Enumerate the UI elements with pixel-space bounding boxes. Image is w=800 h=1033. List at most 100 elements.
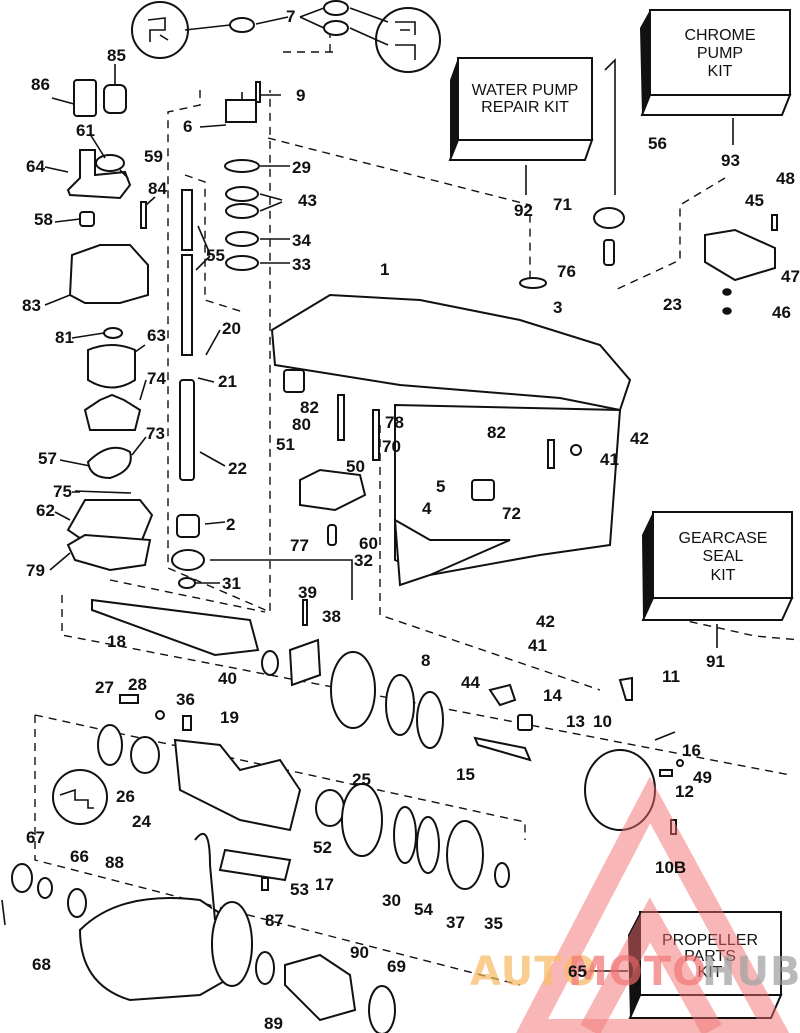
detail-circle-seal-top-left [131, 1, 231, 59]
watermark-text-hub: HUB [702, 949, 800, 995]
callout-18: 18 [107, 632, 126, 651]
pinion-shaft-dash [184, 174, 244, 313]
part-22 [179, 379, 195, 481]
callout-52: 52 [313, 838, 332, 857]
callout-62: 62 [36, 501, 55, 520]
kit-label-line: PROPELLER [662, 932, 758, 949]
callout-81: 81 [55, 328, 74, 347]
callout-84: 84 [148, 179, 167, 198]
part-11-lever [618, 676, 633, 701]
part-55-lower [181, 254, 193, 356]
callout-56: 56 [648, 134, 667, 153]
callout-48: 48 [776, 169, 795, 188]
top-leaders [199, 92, 281, 128]
callout-17: 17 [315, 875, 334, 894]
part-76 [603, 239, 615, 266]
part-72 [547, 439, 555, 469]
kit-label-line: KIT [708, 63, 733, 80]
callout-22: 22 [228, 459, 247, 478]
part-51-anode [283, 369, 305, 393]
callout-27: 27 [95, 678, 114, 697]
part-15-rod [473, 736, 532, 762]
part-46a [722, 288, 732, 296]
part-59-housing [66, 149, 132, 200]
kit-water-pump-repair: WATER PUMP REPAIR KIT [448, 57, 594, 195]
callout-55: 55 [206, 246, 225, 265]
driveshaft-dash-box [167, 90, 271, 614]
part-8 [385, 674, 415, 736]
watermark-logo-inner-icon [580, 897, 722, 1033]
part-9 [255, 81, 261, 103]
callout-31: 31 [222, 574, 241, 593]
kit-box-bottom [628, 994, 783, 1019]
part-84 [140, 201, 147, 229]
callout-75: 75 [53, 482, 72, 501]
callout-71: 71 [553, 195, 572, 214]
part-68-cotter [1, 899, 6, 926]
seal-part [323, 0, 349, 16]
callout-72: 72 [502, 504, 521, 523]
callout-7: 7 [286, 7, 295, 26]
shaft-assembly-dash [61, 595, 791, 776]
part-90 [284, 953, 357, 1022]
part-27-seal [97, 724, 123, 766]
callout-64: 64 [26, 157, 45, 176]
upper-dash-line [267, 137, 531, 280]
seals-7 [229, 0, 389, 46]
detail-circle [52, 769, 108, 825]
part-83-housing [68, 244, 149, 304]
part-70 [372, 409, 380, 461]
callout-8: 8 [421, 651, 430, 670]
part-25-bearing [315, 789, 345, 827]
kit-box-bottom [641, 597, 794, 621]
part-17-oring [341, 783, 383, 857]
watermark-logo-icon [516, 776, 790, 1033]
callout-54: 54 [414, 900, 433, 919]
part-57-gasket [86, 446, 132, 480]
callout-87: 87 [265, 911, 284, 930]
callout-67: 67 [26, 828, 45, 847]
callout-77: 77 [290, 536, 309, 555]
part-80 [337, 394, 345, 441]
callout-34: 34 [292, 231, 311, 250]
kit-label-line: KIT [711, 567, 736, 584]
kit-label-line: PUMP [697, 45, 743, 62]
part-14 [488, 683, 517, 707]
callout-16: 16 [682, 741, 701, 760]
part-53 [261, 877, 269, 891]
part-32-pinion [171, 549, 205, 571]
callout-36: 36 [176, 690, 195, 709]
callout-12: 12 [675, 782, 694, 801]
part-2 [176, 514, 200, 538]
kit-label-line: REPAIR KIT [481, 99, 569, 116]
part-89 [255, 951, 275, 985]
callout-53: 53 [290, 880, 309, 899]
callout-65: 65 [568, 962, 587, 981]
assembly-dash-lines [34, 30, 800, 986]
part-34 [225, 231, 259, 247]
detail-circle-seal-top-right [375, 7, 441, 73]
seal-leaders [255, 7, 389, 46]
callout-45: 45 [745, 191, 764, 210]
callout-89: 89 [264, 1014, 283, 1033]
callout-23: 23 [663, 295, 682, 314]
callout-2: 2 [226, 515, 235, 534]
seal-profile-icon [395, 21, 416, 60]
callout-93: 93 [721, 151, 740, 170]
part-37-gear [446, 820, 484, 890]
part-58 [79, 211, 95, 227]
part-40 [261, 650, 279, 676]
part-36 [155, 710, 165, 720]
part-63-liner [87, 344, 136, 389]
part-28-screw [119, 694, 139, 704]
part-66 [67, 888, 87, 918]
pump-leaders [44, 64, 156, 571]
callout-19: 19 [220, 708, 239, 727]
part-55-upper [181, 189, 193, 251]
callout-69: 69 [387, 957, 406, 976]
callout-74: 74 [147, 369, 166, 388]
callout-38: 38 [322, 607, 341, 626]
callout-47: 47 [781, 267, 800, 286]
callout-15: 15 [456, 765, 475, 784]
callout-66: 66 [70, 847, 89, 866]
